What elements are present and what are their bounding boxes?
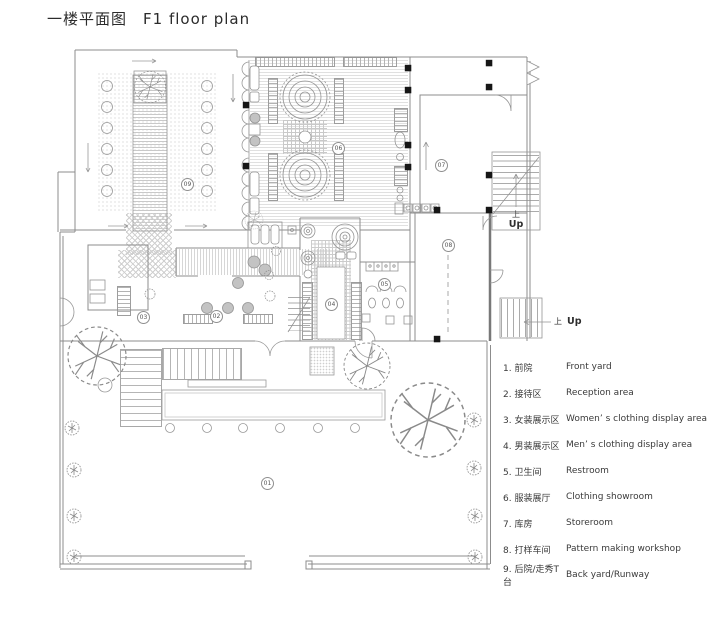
- rack-mens-east: [351, 282, 362, 340]
- rack-feature1-east: [334, 78, 344, 124]
- rack-feature2-west: [268, 153, 278, 201]
- up-label-stair2-zh: 上: [554, 317, 562, 326]
- frontyard-items: [97, 340, 386, 433]
- columns: [242, 59, 493, 343]
- up-label-stair2-en: Up: [567, 316, 582, 327]
- room-label-04: 04: [325, 298, 338, 311]
- page-title: 一楼平面图 F1 floor plan: [47, 8, 250, 29]
- room-label-07: 07: [435, 159, 448, 172]
- walls: [57, 49, 531, 570]
- rack-womens-2: [243, 314, 273, 324]
- title-zh: 一楼平面图: [47, 10, 128, 28]
- trees: [64, 71, 483, 565]
- up-label-stair1-en: Up: [508, 219, 524, 230]
- entry-corridor-floor: [118, 250, 176, 278]
- room-label-08: 08: [442, 239, 455, 252]
- rack-showroom-east2: [394, 166, 408, 186]
- up-label-stair2: 上 Up: [554, 316, 582, 327]
- room-label-01: 01: [261, 477, 274, 490]
- room-label-09: 09: [181, 178, 194, 191]
- room-label-06: 06: [332, 142, 345, 155]
- title-en: F1 floor plan: [143, 10, 251, 28]
- runway-landing-floor: [126, 213, 172, 255]
- backyard-items: [85, 58, 213, 232]
- up-label-stair1-zh: 上: [512, 210, 520, 219]
- storeroom-stairs-items: [394, 60, 551, 339]
- front-deck: [162, 348, 242, 380]
- stair2-treads: [501, 299, 541, 337]
- rack-showroom-east: [394, 108, 408, 132]
- scalloped-wall: [241, 60, 250, 231]
- rack-womens-wall: [117, 286, 131, 316]
- rack-feature1-west: [268, 78, 278, 124]
- room-label-03: 03: [137, 311, 150, 324]
- gravel-patch: [310, 347, 334, 375]
- room-label-02: 02: [210, 310, 223, 323]
- showroom-items: [230, 65, 406, 215]
- middle-items: [59, 221, 413, 342]
- room-label-05: 05: [378, 278, 391, 291]
- up-label-stair1: 上 Up: [504, 210, 528, 230]
- rack-mens-west: [302, 282, 313, 340]
- front-steps: [120, 349, 162, 427]
- runway-floor: [133, 75, 167, 231]
